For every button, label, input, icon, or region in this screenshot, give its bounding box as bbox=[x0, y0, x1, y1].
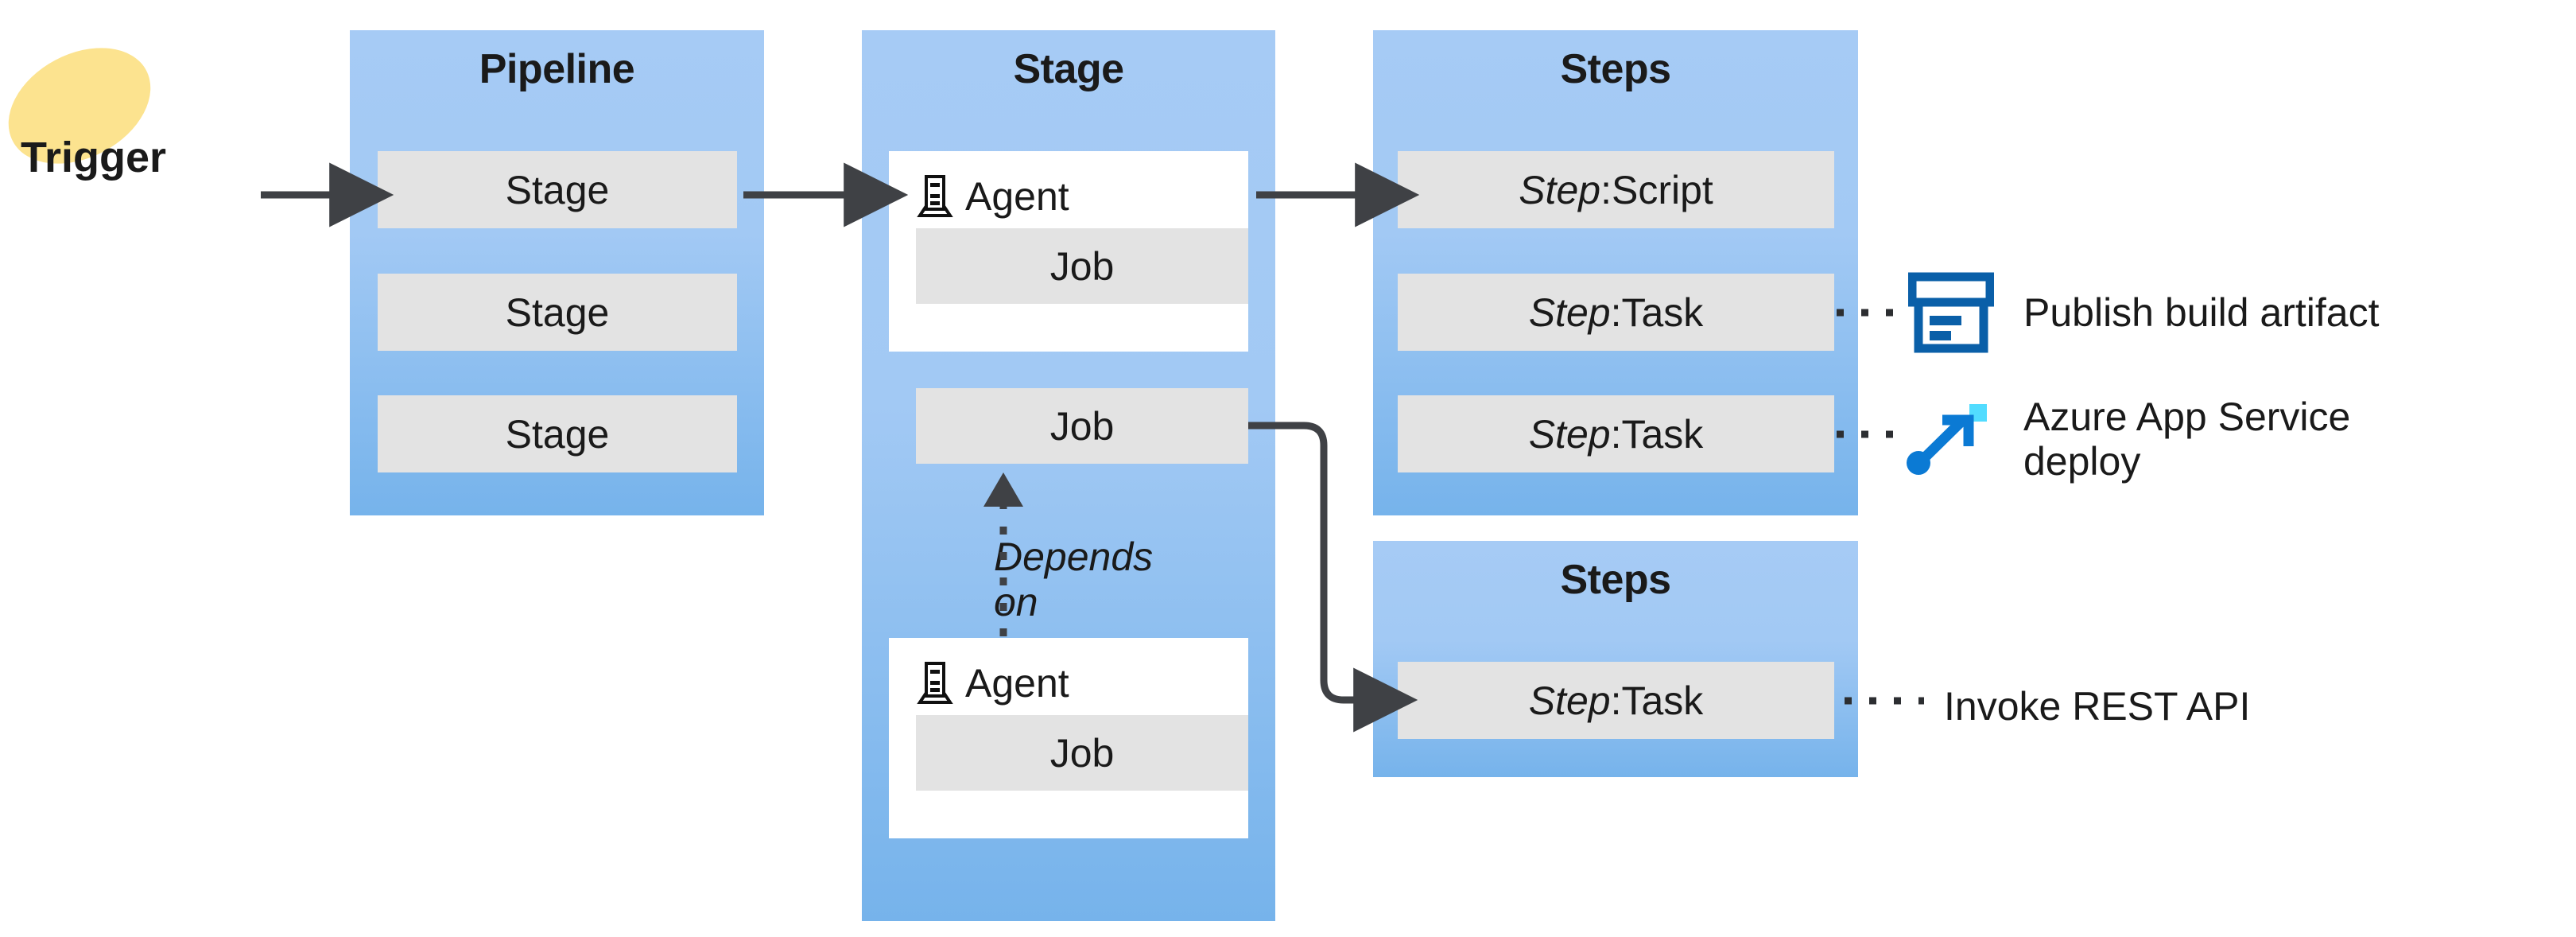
stage-agent-top-job-box[interactable]: Job bbox=[916, 228, 1248, 304]
stage-panel-title: Stage bbox=[1013, 46, 1124, 92]
step-kind-label: Step bbox=[1528, 411, 1611, 457]
pipeline-panel-title: Pipeline bbox=[479, 46, 635, 92]
step-kind-label: Step bbox=[1519, 167, 1601, 212]
stage-standalone-job-box[interactable]: Job bbox=[916, 388, 1248, 464]
step-separator: : bbox=[1610, 678, 1622, 723]
job-label: Job bbox=[1049, 730, 1115, 776]
agent-server-icon bbox=[916, 174, 954, 219]
step-box-task-1[interactable]: Step: Task bbox=[1398, 274, 1834, 351]
step-kind-label: Step bbox=[1528, 678, 1611, 723]
step-separator: : bbox=[1600, 167, 1612, 212]
step-kind-label: Step bbox=[1528, 290, 1611, 335]
publish-build-artifact-icon bbox=[1907, 272, 1995, 355]
step-separator: : bbox=[1610, 411, 1622, 457]
legend-label-azure-app-service-deploy: Azure App Service deploy bbox=[2023, 395, 2350, 484]
step-box-task-2[interactable]: Step: Task bbox=[1398, 395, 1834, 472]
legend-label-publish-build-artifact: Publish build artifact bbox=[2023, 290, 2380, 335]
depends-on-label-line1: Depends bbox=[994, 535, 1154, 579]
agent-server-icon bbox=[916, 661, 954, 706]
depends-on-label: Depends on bbox=[994, 535, 1153, 625]
pipeline-stage-label: Stage bbox=[505, 290, 610, 335]
pipeline-stage-box-1[interactable]: Stage bbox=[378, 151, 737, 228]
steps-panel-top-title: Steps bbox=[1560, 46, 1671, 92]
job-label: Job bbox=[1049, 403, 1115, 449]
step-name-label: Task bbox=[1621, 290, 1704, 335]
legend-label-line1: Azure App Service bbox=[2023, 395, 2351, 439]
step-box-task-3[interactable]: Step: Task bbox=[1398, 662, 1834, 739]
azure-app-service-deploy-icon bbox=[1899, 385, 1991, 477]
step-name-label: Task bbox=[1621, 678, 1704, 723]
pipeline-stage-box-3[interactable]: Stage bbox=[378, 395, 737, 472]
trigger-label: Trigger bbox=[21, 134, 167, 181]
stage-agent-label-top-row: Agent bbox=[916, 173, 1069, 220]
pipeline-stage-box-2[interactable]: Stage bbox=[378, 274, 737, 351]
legend-label-invoke-rest-api: Invoke REST API bbox=[1944, 684, 2251, 729]
pipeline-stage-label: Stage bbox=[505, 167, 610, 212]
step-name-label: Script bbox=[1611, 167, 1713, 212]
stage-agent-bottom-job-box[interactable]: Job bbox=[916, 715, 1248, 791]
pipeline-stage-label: Stage bbox=[505, 411, 610, 457]
stage-agent-label-top: Agent bbox=[965, 174, 1069, 219]
job-label: Job bbox=[1049, 243, 1115, 289]
legend-label-line2: deploy bbox=[2023, 439, 2141, 484]
steps-panel-bottom: Steps bbox=[1373, 541, 1858, 777]
step-name-label: Task bbox=[1621, 411, 1704, 457]
stage-agent-label-bottom: Agent bbox=[965, 661, 1069, 706]
depends-on-label-line2: on bbox=[994, 580, 1038, 624]
step-box-script[interactable]: Step: Script bbox=[1398, 151, 1834, 228]
step-separator: : bbox=[1610, 290, 1622, 335]
stage-agent-label-bottom-row: Agent bbox=[916, 660, 1069, 706]
steps-panel-bottom-title: Steps bbox=[1560, 557, 1671, 603]
